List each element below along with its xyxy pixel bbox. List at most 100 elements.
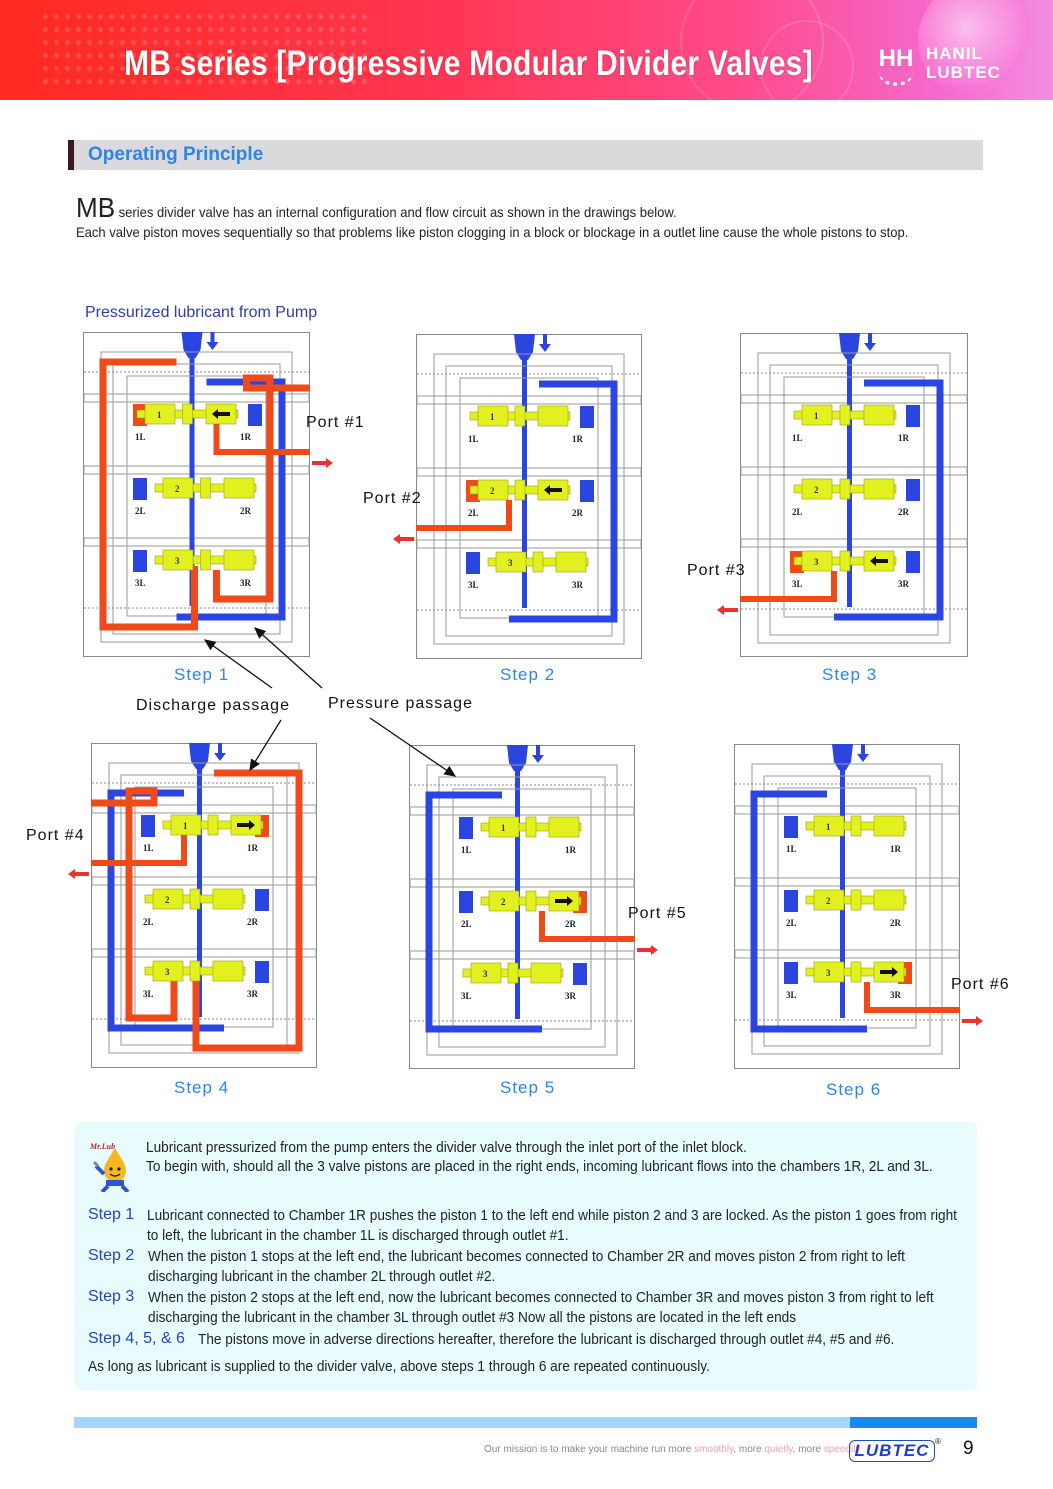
svg-text:3: 3 — [175, 556, 180, 566]
svg-text:1: 1 — [814, 411, 819, 421]
svg-text:3: 3 — [508, 558, 513, 568]
explanation-intro-1: Lubricant pressurized from the pump ente… — [146, 1140, 747, 1156]
chamber-label: 3R — [247, 989, 259, 999]
chamber-label: 2L — [792, 507, 803, 517]
chamber-label: 1R — [890, 844, 902, 854]
header-banner: MB series [Progressive Modular Divider V… — [0, 0, 1053, 100]
piston-3: 3 — [805, 961, 907, 983]
banner-bubble — [918, 0, 1038, 100]
svg-text:1: 1 — [490, 412, 495, 422]
port-arrow-icon — [717, 605, 738, 615]
page-title: MB series [Progressive Modular Divider V… — [124, 44, 813, 83]
explanation-step-456-text: The pistons move in adverse directions h… — [198, 1332, 895, 1348]
mission-statement: Our mission is to make your machine run … — [484, 1444, 860, 1455]
explanation-step-2-heading: Step 2 — [88, 1247, 135, 1264]
chamber-label: 2L — [461, 919, 472, 929]
chamber-label: 1R — [565, 845, 577, 855]
arrow-right-icon — [237, 820, 255, 830]
mission-word-speedily: speedily — [823, 1444, 861, 1455]
explanation-box: Mr.Lub Lubricant pressurized from the pu… — [74, 1122, 977, 1390]
svg-text:1: 1 — [157, 410, 162, 420]
chamber-label: 3L — [786, 990, 797, 1000]
port-arrow-icon — [393, 534, 414, 544]
mission-word-smoothly: smoothly — [694, 1444, 734, 1455]
chamber-label: 2R — [898, 507, 910, 517]
mission-sep: , more — [792, 1444, 824, 1455]
svg-text:2: 2 — [490, 486, 495, 496]
chamber-label: 2L — [135, 506, 146, 516]
chamber-label: 2R — [565, 919, 577, 929]
piston-1: 1 — [136, 403, 239, 425]
registered-mark: ® — [935, 1437, 941, 1446]
gear-icon — [878, 70, 914, 86]
chamber-label: 3R — [240, 578, 252, 588]
arrow-left-icon — [544, 485, 562, 495]
piston-3: 3 — [154, 549, 257, 571]
chamber-label: 3R — [890, 990, 902, 1000]
piston-1: 1 — [805, 815, 907, 837]
mission-prefix: Our mission is to make your machine run … — [484, 1444, 695, 1455]
chamber-label: 3R — [572, 580, 584, 590]
port-arrow-icon — [637, 945, 658, 955]
lubtec-brand-logo: LUBTEC — [849, 1440, 935, 1462]
svg-text:2: 2 — [814, 485, 819, 495]
logo-mark-icon: HH — [878, 45, 914, 72]
port-arrow-icon — [962, 1016, 983, 1026]
page-number: 9 — [963, 1438, 974, 1459]
inlet-arrow-icon — [864, 333, 876, 351]
chamber-label: 1L — [143, 843, 154, 853]
piston-3: 3 — [462, 962, 564, 984]
inlet-arrow-icon — [214, 743, 226, 761]
step-label: Step 5 — [500, 1078, 556, 1097]
chamber-label: 2R — [890, 918, 902, 928]
chamber-label: 1R — [247, 843, 259, 853]
svg-text:1: 1 — [501, 823, 506, 833]
mascot-icon: Mr.Lub — [88, 1140, 136, 1194]
explanation-step-1-heading: Step 1 — [88, 1206, 135, 1223]
explanation-step-3-text: When the piston 2 stops at the left end,… — [148, 1290, 934, 1326]
arrow-left-icon — [870, 556, 888, 566]
company-logo: HH HANIL LUBTEC — [872, 40, 1022, 86]
chamber-label: 1L — [792, 433, 803, 443]
chamber-label: 3L — [143, 989, 154, 999]
piston-1: 1 — [793, 404, 897, 426]
piston-2: 2 — [805, 889, 907, 911]
chamber-label: 2R — [240, 506, 252, 516]
piston-1: 1 — [469, 405, 571, 427]
port-label: Port #4 — [26, 827, 85, 844]
inlet-arrow-icon — [539, 334, 551, 352]
chamber-label: 2L — [143, 917, 154, 927]
piston-2: 2 — [154, 477, 257, 499]
chamber-label: 3L — [461, 991, 472, 1001]
port-arrow-icon — [312, 458, 333, 468]
intro-line-2: Each valve piston moves sequentially so … — [76, 224, 909, 240]
mission-sep: , more — [733, 1444, 765, 1455]
piston-1: 1 — [162, 814, 264, 836]
port-label: Port #2 — [363, 490, 422, 507]
explanation-closing: As long as lubricant is supplied to the … — [88, 1359, 710, 1375]
step-label: Step 1 — [174, 665, 230, 684]
intro-lead: MB — [76, 192, 116, 223]
chamber-label: 3L — [468, 580, 479, 590]
svg-text:3: 3 — [814, 557, 819, 567]
port-label: Port #3 — [687, 562, 746, 579]
chamber-label: 1L — [786, 844, 797, 854]
svg-text:2: 2 — [826, 896, 831, 906]
piston-3: 3 — [487, 551, 589, 573]
svg-text:3: 3 — [483, 969, 488, 979]
footer-bar — [74, 1417, 850, 1428]
intro-line-1: MB series divider valve has an internal … — [76, 194, 976, 222]
explanation-step-3-heading: Step 3 — [88, 1288, 135, 1305]
svg-text:2: 2 — [175, 484, 180, 494]
logo-line-2: LUBTEC — [926, 63, 1001, 82]
chamber-label: 1L — [468, 434, 479, 444]
step-label: Step 2 — [500, 665, 556, 684]
